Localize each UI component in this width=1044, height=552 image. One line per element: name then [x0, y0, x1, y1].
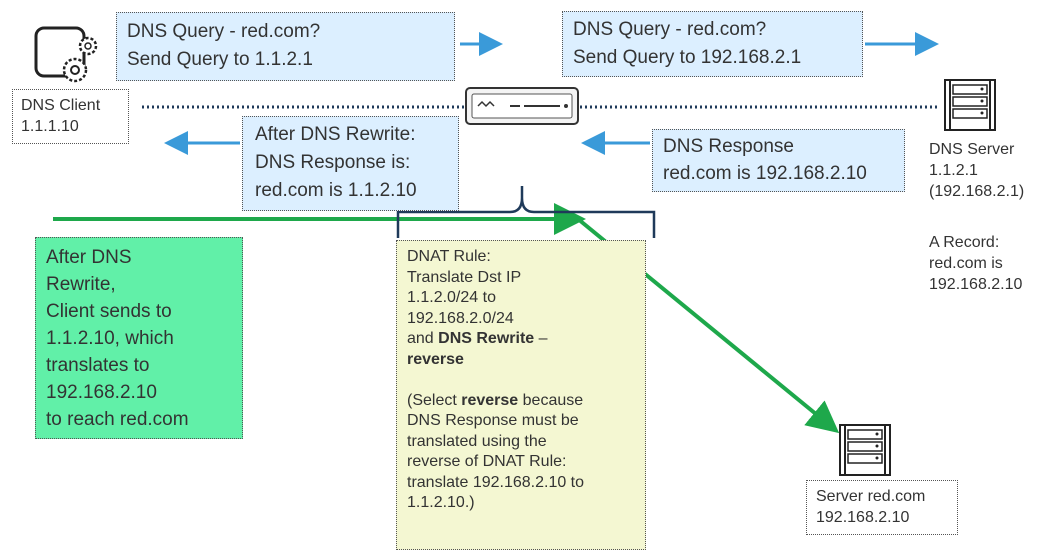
- dnat-line-6-bold: reverse: [461, 391, 519, 409]
- dns-response-line-2: red.com is 192.168.2.10: [663, 163, 867, 184]
- dns-server-label: DNS Server 1.1.2.1 (192.168.2.1): [929, 139, 1024, 202]
- dns-server-ip: 1.1.2.1: [929, 162, 978, 179]
- dnat-line-4-pre: and: [407, 330, 439, 347]
- dnat-line-11: 1.1.2.10.): [407, 494, 475, 511]
- dnat-line-6-post: because: [518, 391, 584, 409]
- client-sends-line-6: 192.168.2.10: [46, 382, 157, 403]
- firewall-icon: [465, 87, 579, 125]
- dns-server-icon: [944, 79, 996, 131]
- query-server-line-2: Send Query to 192.168.2.1: [573, 47, 802, 68]
- after-rewrite-line-2: DNS Response is:: [255, 152, 411, 173]
- dnat-line-5: reverse: [407, 350, 635, 371]
- client-sends-line-1: After DNS: [46, 247, 132, 268]
- dnat-spacer: [407, 370, 635, 391]
- dnat-line-6: (Select reverse because: [407, 391, 635, 412]
- query-client-box: DNS Query - red.com? Send Query to 1.1.2…: [116, 12, 455, 81]
- query-server-box: DNS Query - red.com? Send Query to 192.1…: [562, 11, 863, 77]
- dns-client-name: DNS Client: [21, 97, 101, 114]
- dnat-line-4: and DNS Rewrite –: [407, 329, 635, 350]
- dnat-line-6-pre: (Select: [407, 391, 462, 409]
- client-sends-line-5: translates to: [46, 355, 150, 376]
- a-record-line-3: 192.168.2.10: [929, 276, 1023, 293]
- dnat-line-7: DNS Response must be: [407, 412, 579, 429]
- after-rewrite-line-3: red.com is 1.1.2.10: [255, 180, 417, 201]
- after-rewrite-line-1: After DNS Rewrite:: [255, 124, 416, 145]
- client-sends-line-3: Client sends to: [46, 301, 172, 322]
- dnat-title: DNAT Rule:: [407, 248, 491, 265]
- dnat-rule-box: DNAT Rule: Translate Dst IP 1.1.2.0/24 t…: [396, 240, 646, 550]
- client-sends-box: After DNS Rewrite, Client sends to 1.1.2…: [35, 237, 243, 439]
- client-sends-line-2: Rewrite,: [46, 274, 116, 295]
- dnat-line-4-bold: DNS Rewrite: [438, 330, 535, 347]
- server-red-ip: 192.168.2.10: [816, 509, 910, 526]
- server-red-icon: [839, 424, 891, 476]
- after-rewrite-box: After DNS Rewrite: DNS Response is: red.…: [242, 116, 459, 211]
- a-record-line-1: A Record:: [929, 234, 1000, 251]
- a-record-line-2: red.com is: [929, 255, 1003, 272]
- client-sends-line-4: 1.1.2.10, which: [46, 328, 174, 349]
- dns-response-line-1: DNS Response: [663, 136, 794, 157]
- server-red-label: Server red.com 192.168.2.10: [806, 480, 958, 535]
- dns-server-alt-ip: (192.168.2.1): [929, 183, 1025, 200]
- a-record-label: A Record: red.com is 192.168.2.10: [929, 232, 1022, 295]
- server-red-name: Server red.com: [816, 488, 926, 505]
- dnat-line-4-post: –: [534, 330, 548, 347]
- query-server-line-1: DNS Query - red.com?: [573, 19, 767, 40]
- dnat-line-5-bold: reverse: [407, 350, 464, 368]
- dns-server-name: DNS Server: [929, 141, 1015, 158]
- dnat-line-2: 1.1.2.0/24 to: [407, 289, 496, 306]
- dns-response-box: DNS Response red.com is 192.168.2.10: [652, 129, 905, 192]
- client-sends-line-7: to reach red.com: [46, 409, 189, 430]
- query-client-line-1: DNS Query - red.com?: [127, 21, 321, 42]
- dnat-line-9: reverse of DNAT Rule:: [407, 453, 567, 470]
- dnat-line-10: translate 192.168.2.10 to: [407, 473, 585, 491]
- dnat-brace: [396, 186, 656, 238]
- dnat-line-1: Translate Dst IP: [407, 268, 522, 286]
- dns-client-label: DNS Client 1.1.1.10: [12, 89, 129, 144]
- dns-client-ip: 1.1.1.10: [21, 118, 79, 135]
- dns-client-icon: [34, 26, 98, 83]
- dnat-line-8: translated using the: [407, 432, 547, 450]
- dnat-line-3: 192.168.2.0/24: [407, 309, 514, 327]
- query-client-line-2: Send Query to 1.1.2.1: [127, 49, 313, 70]
